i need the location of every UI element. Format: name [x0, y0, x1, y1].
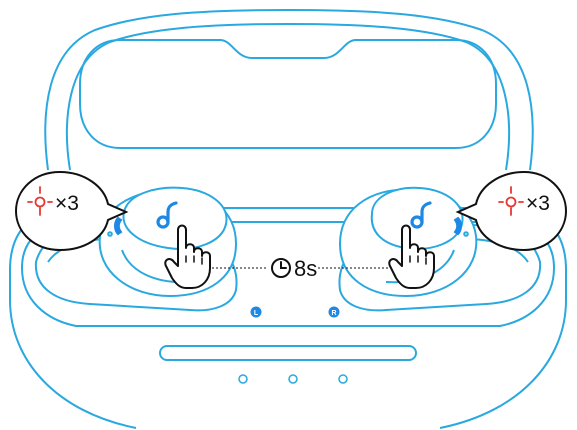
charging-light-1: [238, 374, 248, 384]
left-marker: L: [250, 306, 262, 318]
charging-light-2: [288, 374, 298, 384]
left-tap-count: ×3: [55, 192, 79, 215]
right-earbud-mic: [453, 216, 462, 236]
left-earbud-dot: [107, 231, 113, 237]
clock-icon: [271, 258, 291, 278]
soundcore-logo-icon: [156, 201, 178, 229]
left-callout-bubble: [14, 170, 129, 252]
soundcore-logo-icon: [410, 201, 432, 229]
tap-light-icon: [498, 186, 524, 216]
right-tap-count: ×3: [526, 192, 550, 215]
lid-outer-outline: [44, 8, 534, 171]
case-body-outer-outline-left: [9, 270, 137, 429]
right-marker: R: [328, 306, 340, 318]
hand-pointer-icon: [388, 224, 435, 289]
left-tap-callout: ×3: [14, 170, 129, 252]
right-marker-label: R: [331, 310, 336, 317]
case-front-slot: [159, 345, 417, 361]
case-lid: [44, 8, 534, 171]
timer-indicator: 8s: [212, 256, 392, 281]
left-earbud-mic: [114, 216, 123, 236]
charging-light-3: [338, 374, 348, 384]
timer-label: 8s: [294, 256, 317, 281]
left-marker-label: L: [254, 310, 259, 317]
right-tap-callout: ×3: [455, 170, 568, 252]
charging-lights: [238, 374, 348, 384]
hand-pointer-icon: [164, 224, 211, 289]
left-earbud: [98, 186, 238, 298]
right-earbud-dot: [463, 231, 469, 237]
lid-window-outline: [79, 39, 497, 149]
tap-light-icon: [27, 186, 53, 216]
right-callout-bubble: [455, 170, 568, 252]
left-earbud-top: [122, 186, 228, 250]
